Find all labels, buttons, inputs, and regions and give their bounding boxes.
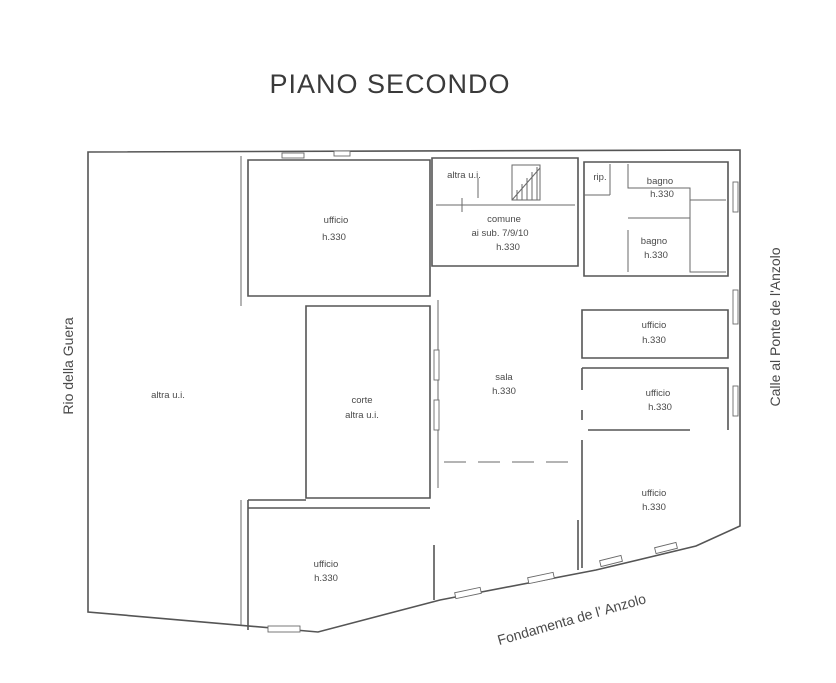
wall-corte: [305, 305, 431, 499]
wall-ufficio-r1: [581, 309, 729, 359]
wall-ufficio-bottom: [247, 499, 430, 630]
staircase: [461, 164, 541, 212]
room-comune: comune: [487, 214, 521, 225]
street-left: Rio della Guera: [60, 317, 76, 414]
room-ufficio-r2-height: h.330: [648, 402, 672, 413]
street-bottom: Fondamenta de l' Anzolo: [496, 590, 648, 648]
wall-rip: [584, 164, 611, 196]
room-sala-height: h.330: [492, 386, 516, 397]
room-bagno-2: bagno: [641, 236, 667, 247]
room-bagno-2-height: h.330: [644, 250, 668, 261]
room-sala: sala: [495, 372, 513, 383]
room-ufficio-r3-height: h.330: [642, 502, 666, 513]
plan-title: PIANO SECONDO: [269, 69, 510, 99]
room-ufficio-top-height: h.330: [322, 232, 346, 243]
room-ufficio-bottom: ufficio: [314, 559, 339, 570]
room-ufficio-bottom-height: h.330: [314, 573, 338, 584]
wall-bagni-block: [583, 161, 729, 277]
room-altra-left: altra u.i.: [151, 390, 185, 401]
wall-ufficio-r2: [581, 367, 729, 430]
windows: [267, 150, 739, 633]
room-comune-height: h.330: [496, 242, 520, 253]
street-right: Calle al Ponte de l'Anzolo: [767, 247, 783, 406]
wall-comune: [431, 157, 579, 267]
room-ufficio-r1-height: h.330: [642, 335, 666, 346]
wall-bagno-2: [627, 200, 726, 273]
wall-ufficio-top: [247, 159, 431, 297]
room-corte-sub: altra u.i.: [345, 410, 379, 421]
room-altra-top: altra u.i.: [447, 170, 481, 181]
room-bagno-1: bagno: [647, 176, 673, 187]
room-bagno-1-height: h.330: [650, 189, 674, 200]
outer-boundary: [87, 149, 741, 633]
room-comune-sub: ai sub. 7/9/10: [471, 228, 528, 239]
room-corte: corte: [351, 395, 372, 406]
room-ufficio-r1: ufficio: [642, 320, 667, 331]
room-ufficio-top: ufficio: [324, 215, 349, 226]
room-ufficio-r2: ufficio: [646, 388, 671, 399]
wall-bagno-1: [627, 164, 726, 201]
room-rip: rip.: [593, 172, 606, 183]
room-ufficio-r3: ufficio: [642, 488, 667, 499]
